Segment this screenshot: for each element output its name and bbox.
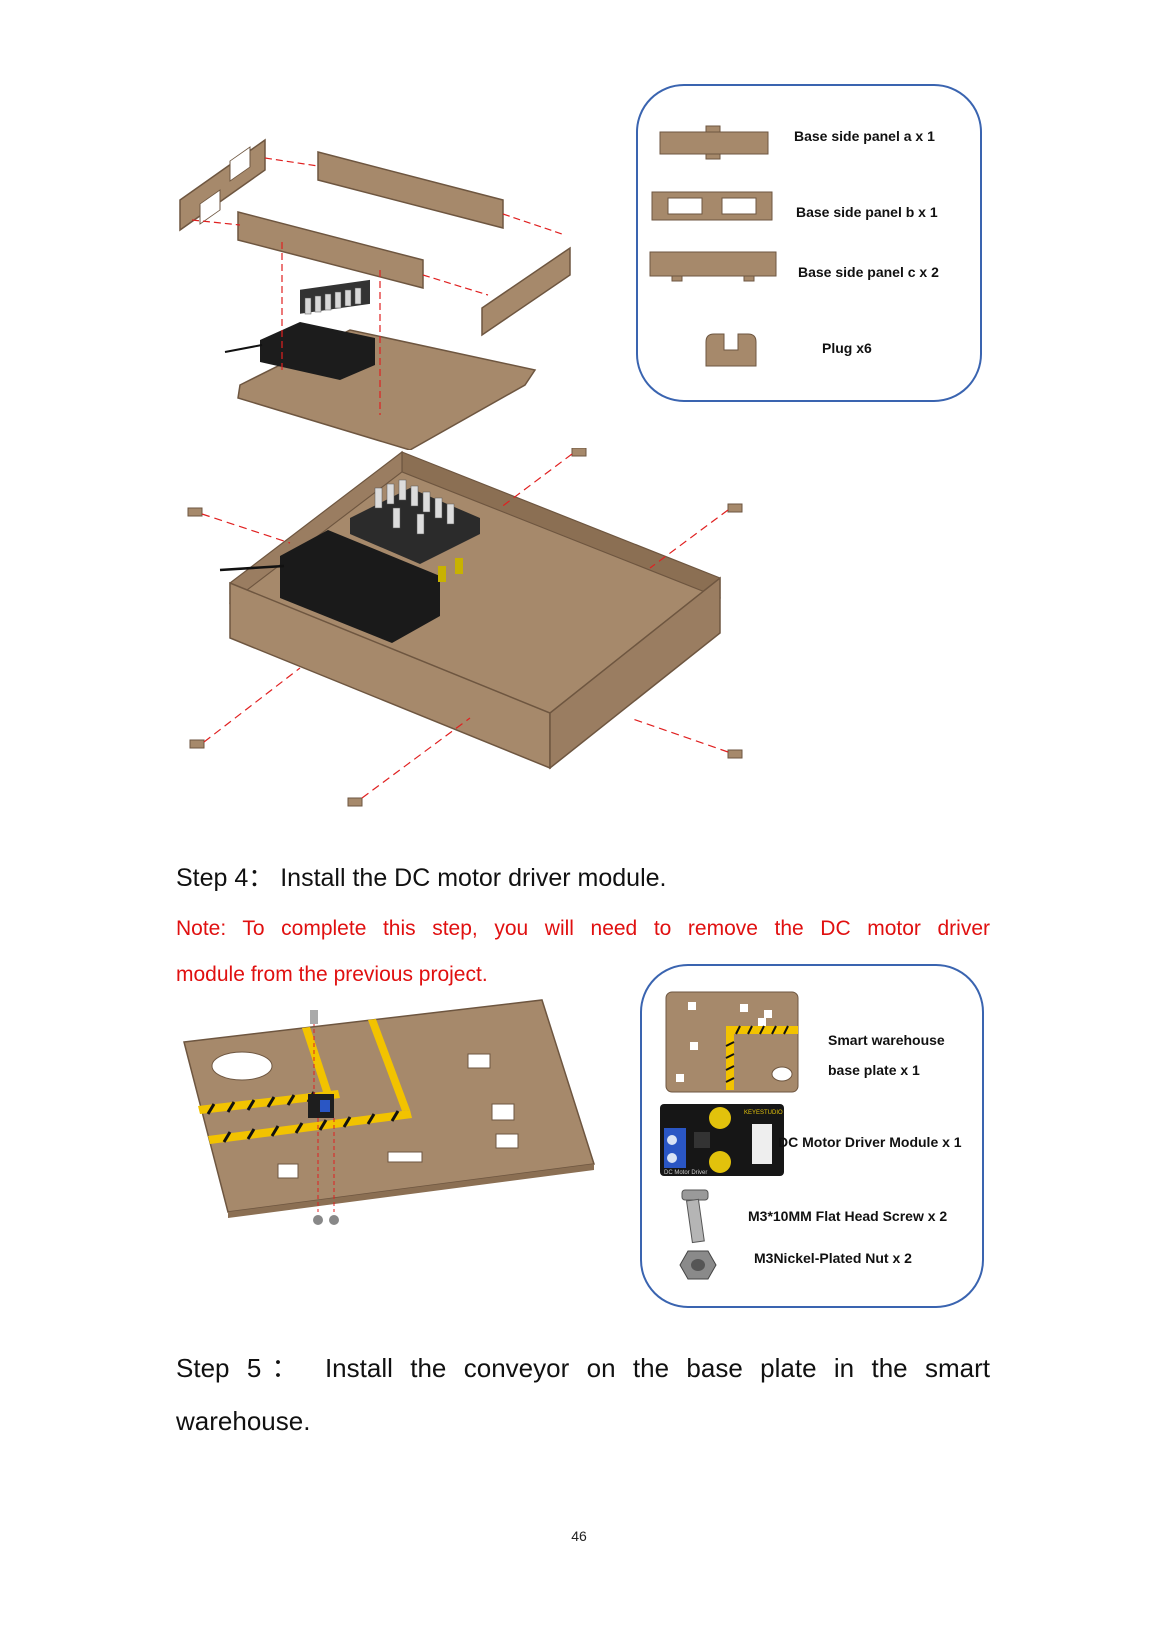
step-5-title-line-1: Step 5： Install the conveyor on the base… (176, 1353, 990, 1383)
plug-thumbnail (705, 333, 757, 367)
part-label-screw: M3*10MM Flat Head Screw x 2 (748, 1208, 948, 1224)
step-4-note-line-1: Note: To complete this step, you will ne… (176, 917, 990, 940)
box-right-wall (549, 576, 721, 770)
part-label-base-plate-line-2: base plate x 1 (828, 1062, 920, 1078)
module-silkscreen-text: DC Motor Driver (664, 1170, 707, 1176)
step-4-title: Step 4： Install the DC motor driver modu… (176, 864, 667, 892)
dc-motor-driver-module-thumbnail: KEYESTUDIO DC Motor Driver (660, 1104, 784, 1176)
part-label-side-panel-c: Base side panel c x 2 (798, 264, 939, 280)
module-brand-text: KEYESTUDIO (744, 1110, 783, 1116)
nut-thumbnail (679, 1250, 717, 1280)
side-panel-c-back (317, 151, 504, 229)
base-plate-thumbnail (665, 991, 799, 1093)
page-number: 46 (571, 1528, 587, 1544)
part-label-side-panel-b: Base side panel b x 1 (796, 204, 938, 220)
step-5-title-line-2: warehouse. (176, 1406, 311, 1436)
step-4-note-line-2: module from the previous project. (176, 963, 488, 986)
side-panel-c-front (237, 211, 424, 289)
part-label-dc-motor-driver: DC Motor Driver Module x 1 (778, 1134, 962, 1150)
parts-list-box-side-panels: Base side panel a x 1 Base side panel b … (636, 84, 982, 402)
base-box-assembly-diagram (187, 448, 743, 807)
base-side-panels-exploded-diagram (179, 138, 571, 450)
side-panel-a (481, 246, 571, 337)
parts-list-box-dc-motor-module: Smart warehouse base plate x 1 KEYESTUDI… (640, 964, 984, 1308)
part-label-plug: Plug x6 (822, 340, 872, 356)
side-panel-c-thumbnail (649, 251, 777, 282)
part-label-side-panel-a: Base side panel a x 1 (794, 128, 935, 144)
side-panel-b-thumbnail (651, 191, 773, 221)
hazard-stripes (198, 1019, 412, 1144)
smart-warehouse-base-plate-diagram (183, 999, 595, 1225)
battery-box (280, 530, 440, 643)
side-panel-a-thumbnail (659, 125, 769, 160)
part-label-base-plate-line-1: Smart warehouse (828, 1032, 945, 1048)
screw-thumbnail (681, 1189, 709, 1244)
battery-box (260, 322, 375, 380)
part-label-nut: M3Nickel-Plated Nut x 2 (754, 1250, 912, 1266)
